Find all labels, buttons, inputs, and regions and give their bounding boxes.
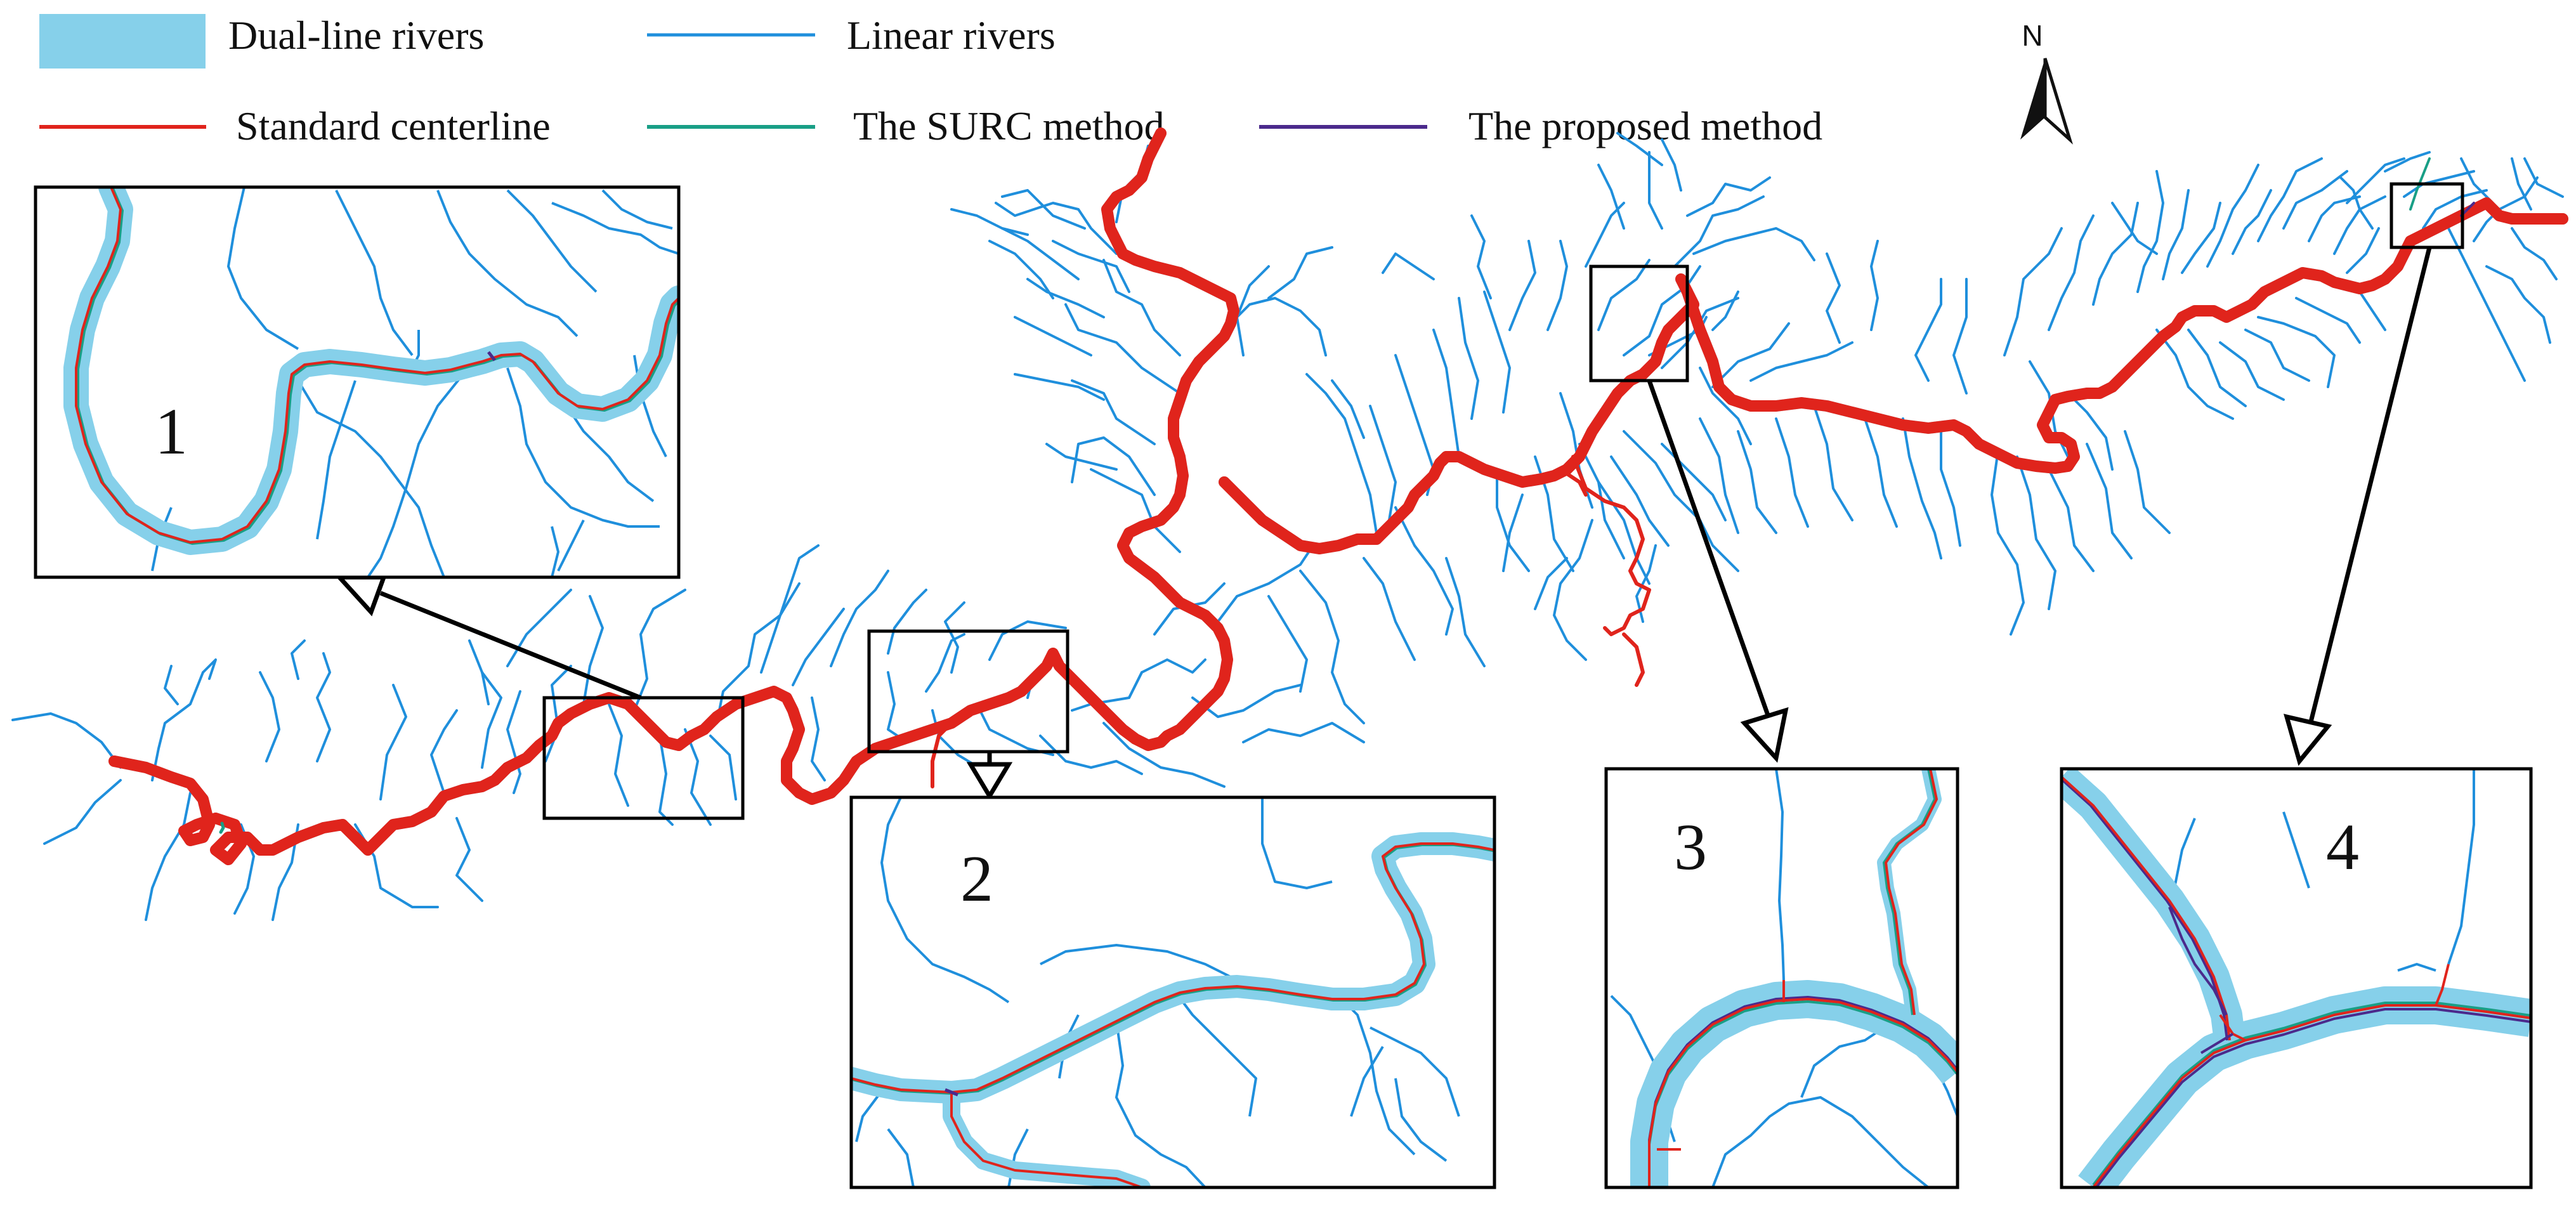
legend-label-dual-line: Dual-line rivers [228, 13, 484, 58]
arrowhead-1-icon [334, 575, 387, 617]
inset-4-label: 4 [2326, 811, 2359, 884]
inset-3: 3 [1604, 767, 1959, 1189]
north-arrow-icon: N [2020, 19, 2074, 145]
legend-label-standard-centerline: Standard centerline [236, 103, 551, 148]
arrowhead-2-icon [966, 762, 1013, 801]
legend-label-surc: The SURC method [853, 103, 1165, 148]
standard-centerline-main [114, 133, 2563, 859]
arrowhead-4-icon [2284, 714, 2332, 766]
locator-box-2 [867, 629, 1069, 754]
inset-4: 4 [2060, 767, 2533, 1189]
inset-3-label: 3 [1674, 811, 1707, 884]
leader-line-1 [379, 591, 642, 700]
locator-boxes [542, 182, 2464, 820]
inset-1-label: 1 [155, 395, 188, 468]
inset-2-label: 2 [960, 842, 993, 915]
leader-line-3 [1647, 379, 1775, 731]
north-label: N [2022, 19, 2043, 52]
arrowhead-3-icon [1740, 707, 1789, 763]
legend: Dual-line rivers Linear rivers Standard … [39, 13, 1822, 148]
inset-4-frame [2060, 767, 2533, 1189]
leader-arrows [334, 247, 2432, 801]
locator-box-1 [542, 696, 745, 820]
inset-2: 2 [849, 795, 1496, 1189]
inset-1: 1 [34, 185, 681, 579]
inset-3-frame [1604, 767, 1959, 1189]
legend-label-linear: Linear rivers [847, 13, 1056, 58]
legend-swatch-dual-line [39, 14, 206, 69]
legend-label-proposed: The proposed method [1468, 103, 1822, 148]
locator-box-4 [2390, 182, 2464, 249]
linear-rivers [11, 132, 2564, 921]
locator-box-3 [1589, 265, 1689, 382]
inset-2-frame [849, 795, 1496, 1189]
leader-line-4 [2306, 247, 2432, 730]
inset-1-frame [34, 185, 681, 579]
